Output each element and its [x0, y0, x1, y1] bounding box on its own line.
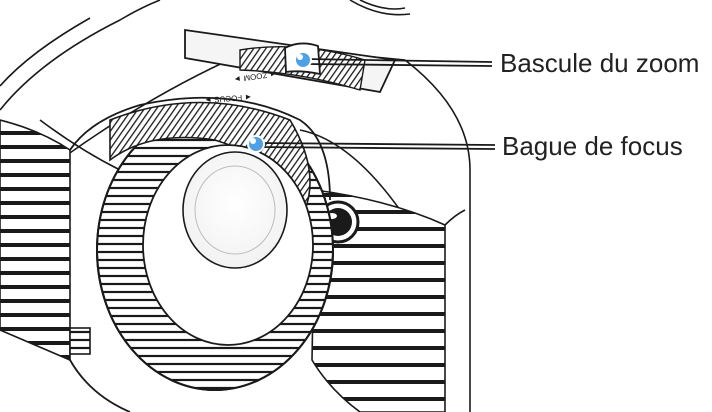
focus-callout-label: Bague de focus [502, 131, 683, 161]
projector-body [0, 0, 471, 412]
focus-callout [247, 135, 496, 153]
zoom-callout-marker [294, 51, 312, 69]
left-vent-grille [0, 119, 71, 362]
front-bezel [69, 96, 331, 412]
zoom-callout [294, 51, 493, 69]
zoom-callout-label: Bascule du zoom [500, 48, 700, 78]
focus-engraving: ◄ FOCUS ► [204, 92, 253, 104]
right-vent-grille [311, 189, 466, 412]
zoom-callout-leader [304, 58, 493, 63]
adjustable-foot [69, 327, 91, 355]
focus-callout-marker [247, 135, 265, 153]
focus-callout-leader [257, 142, 496, 146]
zoom-lever-slot [184, 28, 397, 94]
lens-glass [142, 144, 314, 346]
